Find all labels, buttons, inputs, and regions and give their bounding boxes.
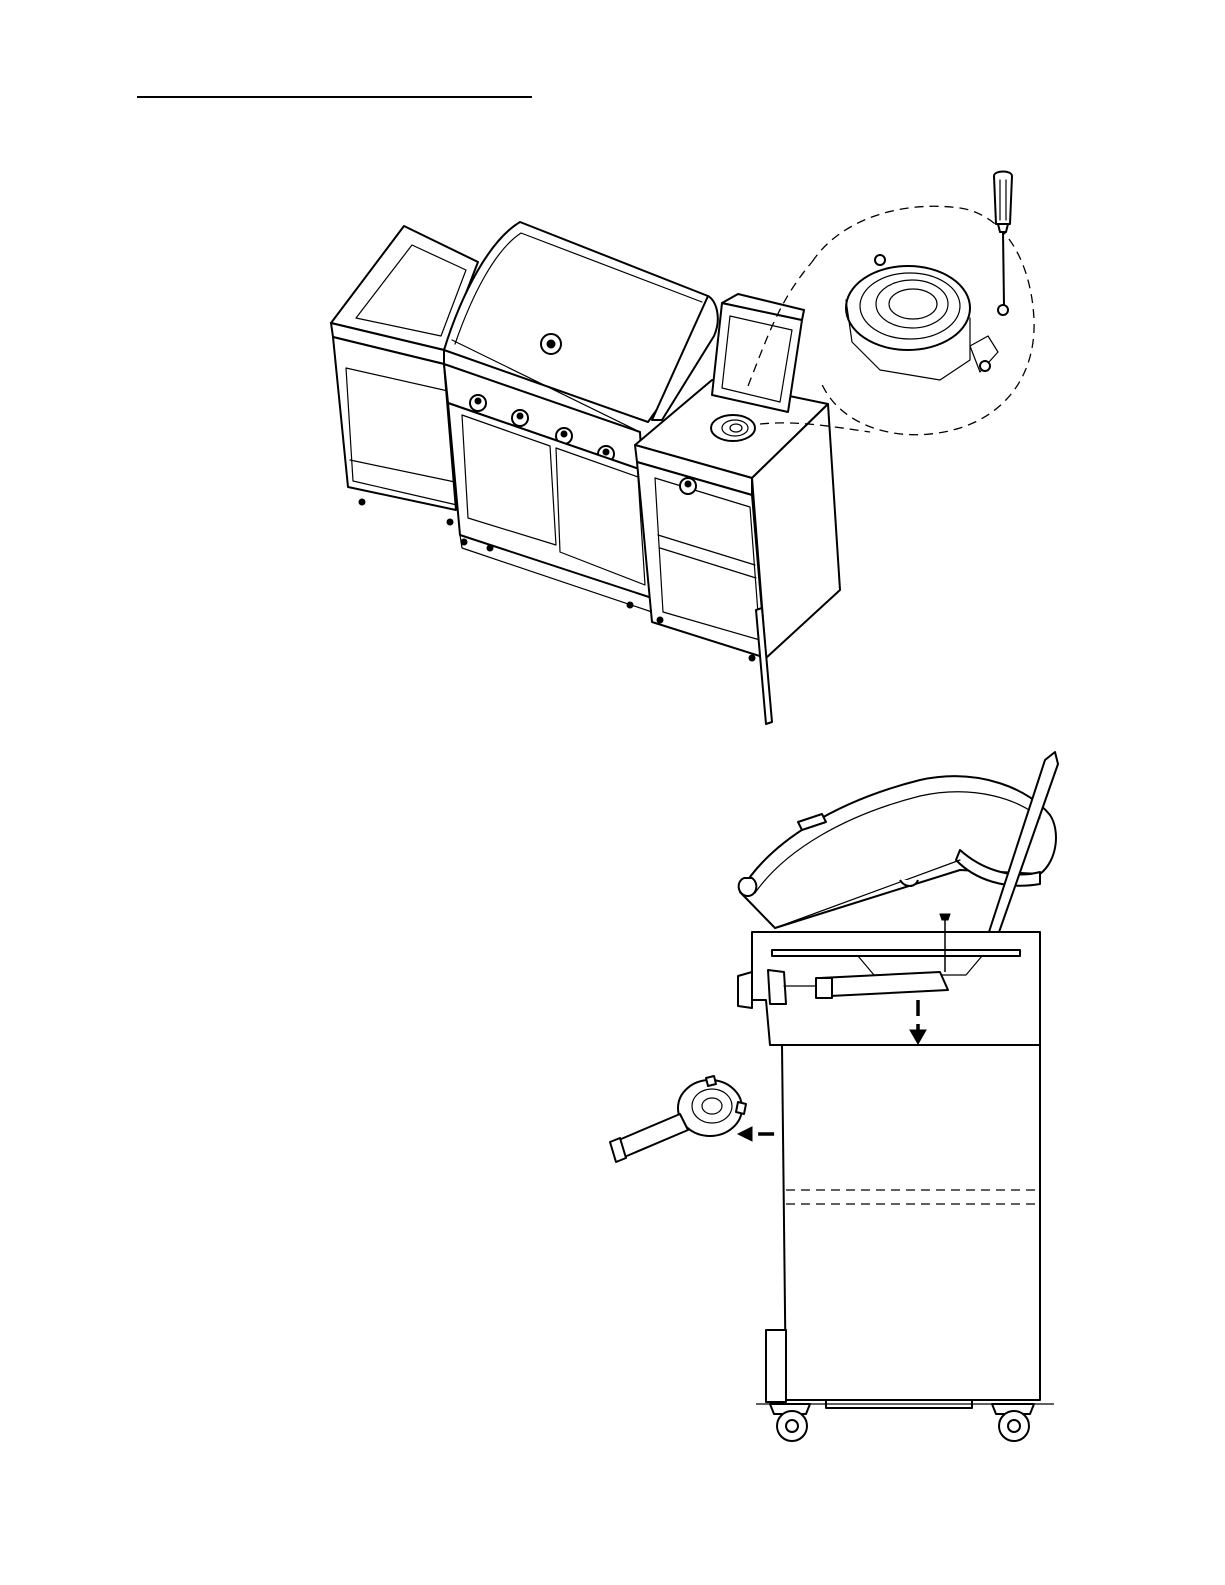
side-burner-icon	[711, 415, 755, 441]
side-burner-removal-side-view	[610, 752, 1058, 1441]
removed-burner	[610, 1076, 746, 1162]
screwdriver-icon	[994, 172, 1012, 306]
caster-wheel-icon	[756, 1404, 1054, 1441]
side-burner-detail-magnifier	[812, 206, 1034, 434]
lower-cabinet	[766, 1045, 1040, 1408]
side-shelf-icon	[712, 294, 804, 412]
grill-island-overview	[331, 222, 870, 724]
